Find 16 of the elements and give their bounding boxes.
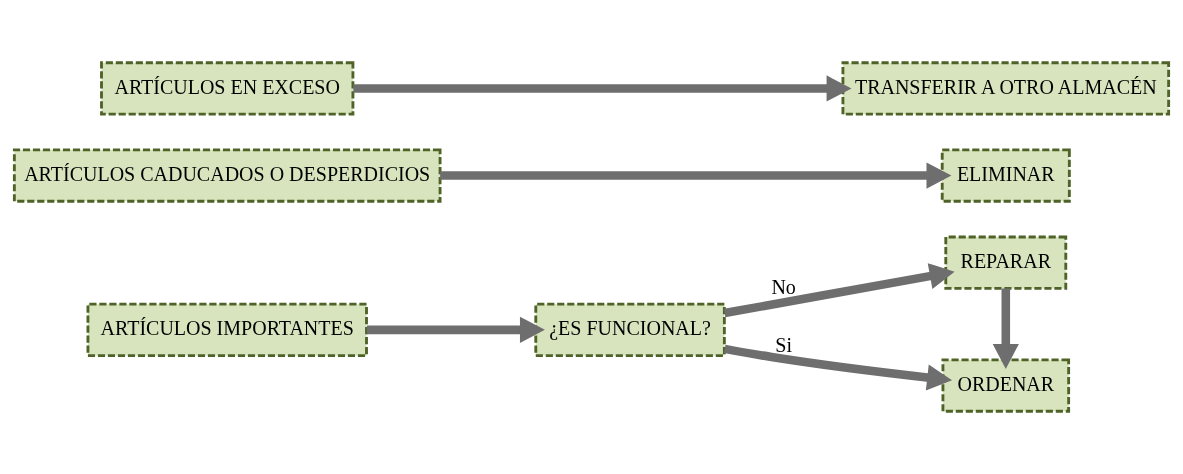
arrow bbox=[723, 344, 953, 391]
arrow bbox=[440, 162, 952, 189]
node-box: ELIMINAR bbox=[940, 148, 1071, 203]
node-box: ORDENAR bbox=[941, 358, 1071, 413]
arrow bbox=[353, 75, 852, 102]
node-box: ARTÍCULOS CADUCADOS O DESPERDICIOS bbox=[12, 148, 442, 203]
node-box: ARTÍCULOS IMPORTANTES bbox=[86, 302, 368, 357]
arrow bbox=[992, 288, 1019, 369]
edge-label: No bbox=[771, 276, 796, 299]
edge-label: Si bbox=[775, 333, 792, 356]
node-box: TRANSFERIR A OTRO ALMACÉN bbox=[841, 61, 1171, 116]
node-box: ARTÍCULOS EN EXCESO bbox=[100, 61, 355, 116]
arrow bbox=[723, 263, 955, 318]
node-box: ¿ES FUNCIONAL? bbox=[534, 302, 726, 357]
arrow bbox=[366, 316, 545, 343]
node-box: REPARAR bbox=[944, 235, 1068, 290]
